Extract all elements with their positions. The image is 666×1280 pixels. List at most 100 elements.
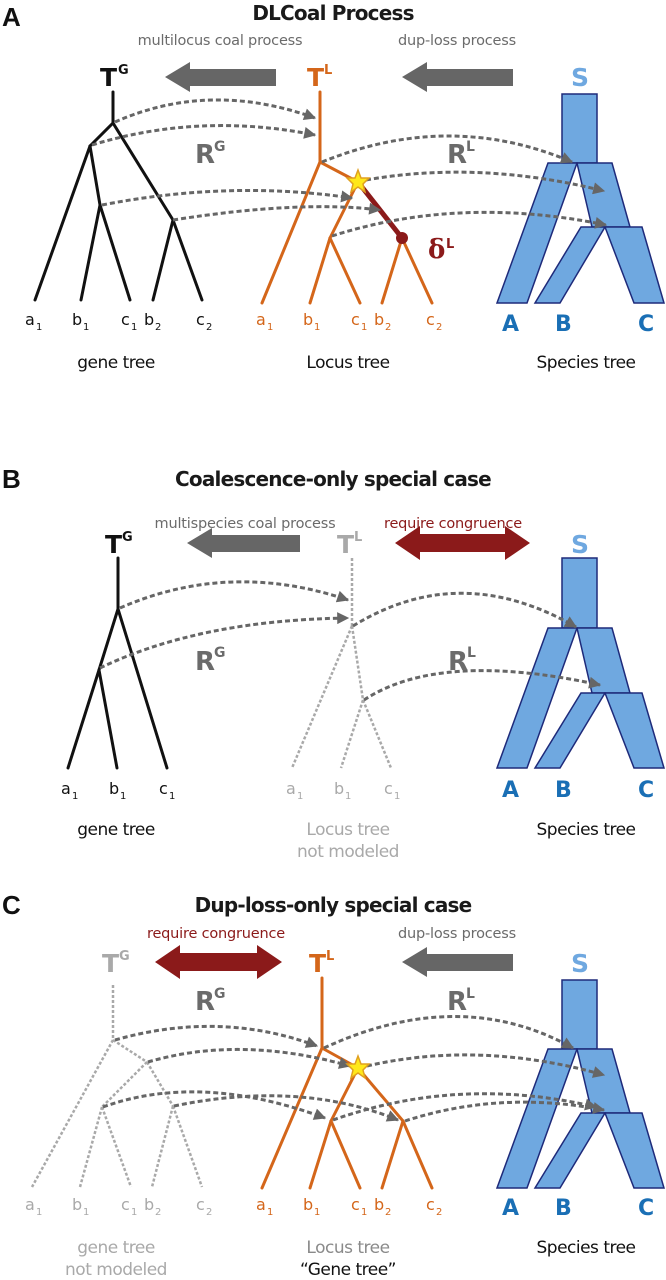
svg-text:c: c xyxy=(196,310,205,329)
gene-branch xyxy=(145,1061,175,1107)
svg-text:1: 1 xyxy=(394,791,400,802)
gene-tree-symbol: T G xyxy=(102,949,130,978)
species-leaf-label: A xyxy=(502,778,519,803)
locus-tree xyxy=(260,976,434,1190)
svg-text:b: b xyxy=(144,310,154,329)
locus-tree-caption: Locus tree xyxy=(306,820,389,840)
gene-tree-caption: gene tree xyxy=(77,1238,155,1258)
svg-text:G: G xyxy=(119,949,130,964)
svg-text:b: b xyxy=(303,310,313,329)
panel-b: B Coalescence-only special case multispe… xyxy=(2,464,666,862)
locus-branch xyxy=(361,699,393,769)
svg-text:T: T xyxy=(100,63,117,92)
svg-text:1: 1 xyxy=(131,322,137,333)
gene-branch xyxy=(101,1061,148,1108)
species-branch-bc xyxy=(576,1048,631,1114)
svg-text:b: b xyxy=(109,779,119,798)
gene-branch xyxy=(66,668,101,770)
svg-text:c: c xyxy=(121,1195,130,1214)
gene-reconciliation xyxy=(99,580,350,670)
panel-title: DLCoal Process xyxy=(252,1,413,25)
svg-text:R: R xyxy=(195,647,215,677)
species-branch-c xyxy=(603,226,665,304)
svg-text:L: L xyxy=(466,139,475,155)
svg-text:1: 1 xyxy=(267,1207,273,1218)
rec-gene-label: R G xyxy=(195,139,226,170)
svg-text:T: T xyxy=(307,63,324,92)
reconciliation-arrow xyxy=(352,591,578,629)
locus-branch xyxy=(328,180,360,240)
svg-text:1: 1 xyxy=(83,1207,89,1218)
species-leaf-label: C xyxy=(638,1196,654,1221)
gene-branch xyxy=(98,203,132,302)
reconciliation-arrow xyxy=(114,1024,319,1048)
reconciliation-arrow xyxy=(119,580,350,610)
species-branch-a xyxy=(495,1048,579,1189)
svg-text:2: 2 xyxy=(385,1207,391,1218)
species-leaf-labels: A B C xyxy=(502,1196,654,1221)
gene-tree-caption: gene tree xyxy=(77,820,155,840)
svg-text:L: L xyxy=(446,237,454,252)
locus-tree-symbol: T L xyxy=(309,949,334,978)
svg-text:c: c xyxy=(196,1195,205,1214)
gene-branch xyxy=(112,1038,148,1064)
species-root-branch xyxy=(561,557,598,629)
left-process-label: require congruence xyxy=(147,926,285,942)
svg-text:b: b xyxy=(72,310,82,329)
locus-branch xyxy=(380,1119,405,1190)
svg-text:b: b xyxy=(374,310,384,329)
locus-tree xyxy=(260,90,434,305)
gene-tree xyxy=(33,90,204,302)
gene-tree-caption-note: not modeled xyxy=(65,1260,167,1280)
svg-text:R: R xyxy=(447,140,467,170)
gene-reconciliation xyxy=(91,98,382,222)
locus-reconciliation xyxy=(321,134,608,238)
locus-branch xyxy=(328,236,362,305)
svg-text:1: 1 xyxy=(361,322,367,333)
svg-text:b: b xyxy=(72,1195,82,1214)
svg-text:G: G xyxy=(214,645,226,661)
species-branch-b xyxy=(533,692,607,769)
svg-text:1: 1 xyxy=(120,791,126,802)
species-tree-caption: Species tree xyxy=(536,820,635,840)
reconciliation-arrow xyxy=(172,202,382,222)
species-leaf-label: C xyxy=(638,312,654,337)
svg-text:2: 2 xyxy=(155,1207,161,1218)
locus-branch xyxy=(380,236,404,305)
svg-text:G: G xyxy=(118,63,129,78)
svg-text:2: 2 xyxy=(385,322,391,333)
duplication-star-icon xyxy=(345,1053,371,1080)
left-process-label: multispecies coal process xyxy=(155,516,336,532)
locus-tree-caption: Locus tree xyxy=(306,353,389,373)
gene-tree-caption: gene tree xyxy=(77,353,155,373)
right-process-label: dup-loss process xyxy=(398,33,516,49)
gene-tree-unmodeled xyxy=(30,985,204,1188)
panel-a: A DLCoal Process multilocus coal process… xyxy=(2,1,665,373)
svg-text:1: 1 xyxy=(314,322,320,333)
svg-text:a: a xyxy=(61,779,71,798)
locus-branch xyxy=(339,699,365,769)
reconciliation-arrow xyxy=(404,1100,606,1123)
congruence-double-arrow xyxy=(155,945,282,979)
svg-text:L: L xyxy=(326,949,334,964)
species-tree-caption: Species tree xyxy=(536,353,635,373)
reconciliation-arrow xyxy=(114,98,317,124)
gene-branch xyxy=(88,121,115,148)
gene-branch xyxy=(97,607,120,672)
gene-branch xyxy=(30,1039,115,1188)
rec-locus-label: R L xyxy=(447,139,475,170)
svg-text:b: b xyxy=(374,1195,384,1214)
svg-text:T: T xyxy=(309,949,326,978)
gene-branch xyxy=(150,1105,175,1188)
reconciliation-arrow xyxy=(323,1015,575,1050)
locus-branch xyxy=(260,160,322,305)
duplication-star-icon xyxy=(345,167,371,194)
svg-text:a: a xyxy=(25,310,35,329)
